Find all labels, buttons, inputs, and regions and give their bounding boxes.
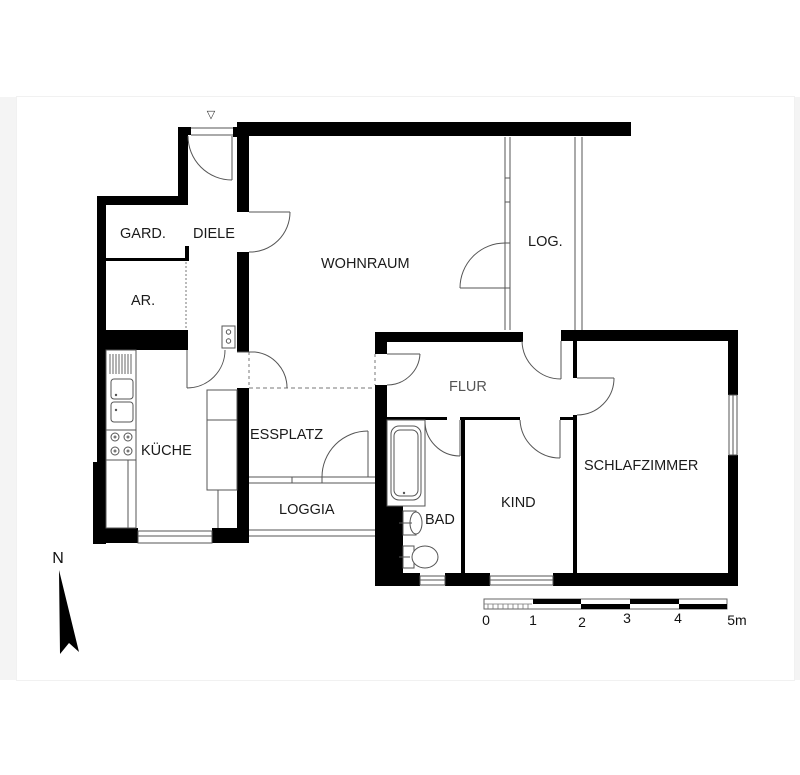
- room-label-schlafzimmer: SCHLAFZIMMER: [584, 458, 698, 474]
- room-label-ar: AR.: [131, 293, 155, 309]
- scale-bar: 0 1 2 3 4 5m: [482, 598, 747, 630]
- frame-left-edge: [0, 97, 17, 680]
- scale-tick-4: 4: [674, 610, 682, 626]
- north-arrow-icon: N: [52, 550, 79, 654]
- scale-tick-2: 2: [578, 614, 586, 630]
- room-label-gard: GARD.: [120, 226, 166, 242]
- room-label-loggia: LOGGIA: [279, 502, 335, 518]
- room-label-wohnraum: WOHNRAUM: [321, 256, 410, 272]
- room-label-kueche: KÜCHE: [141, 441, 192, 459]
- room-labels: GARD. DIELE AR. WOHNRAUM LOG. KÜCHE FLUR…: [120, 226, 698, 528]
- scale-tick-1: 1: [529, 612, 537, 628]
- scale-tick-0: 0: [482, 612, 490, 628]
- walls: [93, 122, 738, 586]
- glazing: [137, 127, 738, 586]
- compass-label: N: [52, 550, 64, 567]
- scale-tick-3: 3: [623, 610, 631, 626]
- room-label-flur: FLUR: [449, 379, 487, 395]
- room-label-essplatz: ESSPLATZ: [250, 427, 323, 443]
- room-label-diele: DIELE: [193, 226, 235, 242]
- scale-tick-5m: 5m: [727, 612, 746, 628]
- bathroom-fixtures: [386, 419, 439, 569]
- room-label-log: LOG.: [528, 234, 563, 250]
- kitchen-fixtures: [105, 325, 238, 529]
- room-label-bad: BAD: [425, 512, 455, 528]
- room-label-kind: KIND: [501, 495, 536, 511]
- entrance-marker-icon: ▽: [207, 108, 216, 121]
- frame-right-edge: [794, 97, 800, 680]
